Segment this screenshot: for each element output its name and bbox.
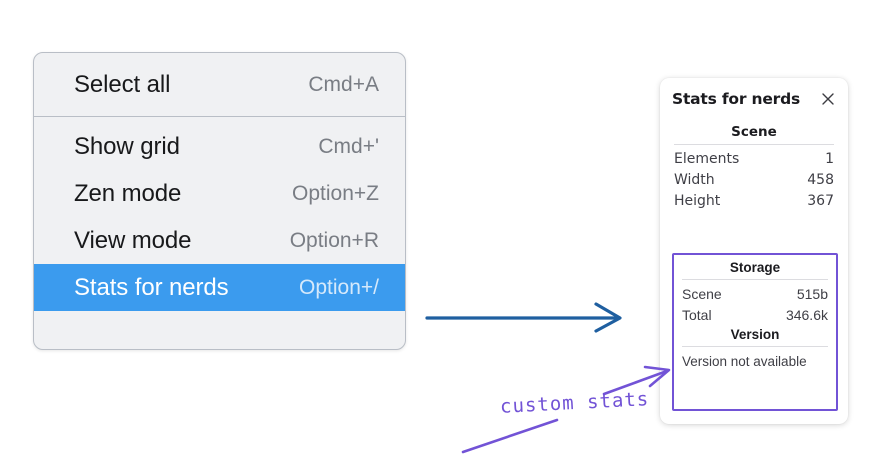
purple-underline-stroke xyxy=(461,418,559,454)
section-scene: Scene Elements 1 Width 458 Height 367 xyxy=(672,122,836,211)
stat-value: 515b xyxy=(796,285,828,302)
context-menu[interactable]: Select all Cmd+A Show grid Cmd+' Zen mod… xyxy=(33,52,406,350)
stat-row-storage-scene: Scene 515b xyxy=(680,283,830,304)
menu-item-label: Stats for nerds xyxy=(74,273,229,301)
menu-item-show-grid[interactable]: Show grid Cmd+' xyxy=(34,123,405,170)
blue-arrow xyxy=(425,302,622,333)
section-title-storage: Storage xyxy=(729,260,781,275)
custom-stats-annotation-label: custom stats xyxy=(499,388,650,418)
stat-row-width: Width 458 xyxy=(672,169,836,190)
menu-item-stats-for-nerds[interactable]: Stats for nerds Option+/ xyxy=(34,264,405,311)
menu-item-label: View mode xyxy=(74,226,192,254)
custom-stats-sections: Storage Scene 515b Total 346.6k Version … xyxy=(674,255,836,371)
stat-value: 458 xyxy=(807,171,834,188)
menu-item-label: Zen mode xyxy=(74,179,182,207)
stat-value: 346.6k xyxy=(785,306,828,323)
stat-key: Elements xyxy=(674,150,740,167)
menu-item-shortcut: Cmd+' xyxy=(318,134,379,158)
stats-for-nerds-panel[interactable]: Stats for nerds Scene Elements 1 Width 4… xyxy=(660,78,848,424)
section-version: Version Version not available xyxy=(680,325,830,371)
menu-item-shortcut: Option+R xyxy=(289,228,379,252)
menu-item-zen-mode[interactable]: Zen mode Option+Z xyxy=(34,170,405,217)
section-divider xyxy=(674,144,834,145)
stat-key: Width xyxy=(674,171,715,188)
menu-group-2: Show grid Cmd+' Zen mode Option+Z View m… xyxy=(34,117,405,317)
stat-row-storage-total: Total 346.6k xyxy=(680,304,830,325)
menu-item-shortcut: Option+/ xyxy=(299,275,379,299)
section-title-scene: Scene xyxy=(731,124,777,140)
stat-key: Total xyxy=(682,306,712,323)
stat-row-height: Height 367 xyxy=(672,190,836,211)
stat-key: Height xyxy=(674,192,721,209)
menu-item-label: Show grid xyxy=(74,132,180,160)
menu-item-view-mode[interactable]: View mode Option+R xyxy=(34,217,405,264)
page-title: Stats for nerds xyxy=(672,90,801,108)
version-not-available-text: Version not available xyxy=(682,354,807,369)
menu-item-shortcut: Option+Z xyxy=(292,181,379,205)
close-icon[interactable] xyxy=(820,91,836,107)
stat-value: 367 xyxy=(807,192,834,209)
panel-header: Stats for nerds xyxy=(672,90,836,108)
menu-separator xyxy=(34,116,405,117)
section-divider xyxy=(682,279,828,280)
menu-group-1: Select all Cmd+A xyxy=(34,53,405,116)
section-title-version: Version xyxy=(730,327,780,342)
menu-item-select-all[interactable]: Select all Cmd+A xyxy=(34,61,405,108)
menu-item-shortcut: Cmd+A xyxy=(308,72,379,96)
stat-key: Scene xyxy=(682,285,722,302)
section-divider xyxy=(682,346,828,347)
stat-row-elements: Elements 1 xyxy=(672,148,836,169)
section-storage: Storage Scene 515b Total 346.6k xyxy=(680,258,830,325)
menu-item-label: Select all xyxy=(74,70,171,98)
stat-value: 1 xyxy=(825,150,834,167)
